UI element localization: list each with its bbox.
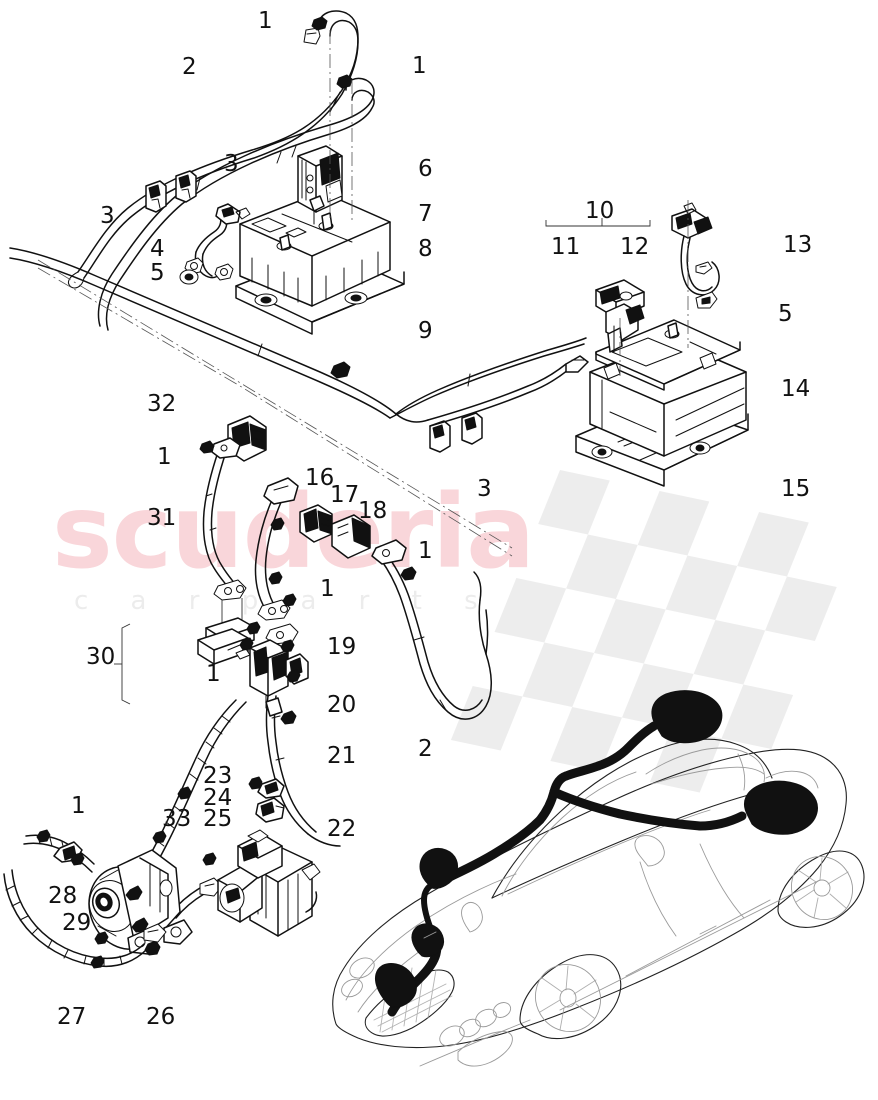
- cable-clip-3-c: [429, 420, 451, 453]
- alignment-line-b: [37, 267, 513, 557]
- callout-6: 6: [418, 156, 433, 182]
- callout-1: 1: [320, 576, 335, 602]
- callout-22: 22: [327, 816, 357, 842]
- callout-14: 14: [781, 376, 811, 402]
- callout-1: 1: [71, 793, 86, 819]
- callout-5: 5: [150, 260, 165, 286]
- callout-32: 32: [147, 391, 177, 417]
- callout-3: 3: [100, 203, 115, 229]
- grommet-5: [179, 269, 199, 285]
- callout-11: 11: [551, 234, 581, 260]
- callout-2: 2: [182, 54, 197, 80]
- junction-block-19: [239, 621, 309, 709]
- cable-2-lower: [371, 539, 492, 720]
- callout-28: 28: [48, 883, 78, 909]
- callout-15: 15: [781, 476, 811, 502]
- module-30: [197, 617, 255, 665]
- nut-1-top: [311, 16, 328, 31]
- vehicle-illustration: [332, 690, 865, 1067]
- battery-assembly-left: [235, 145, 405, 335]
- callout-4: 4: [150, 236, 165, 262]
- callout-33: 33: [162, 806, 192, 832]
- group-bracket-10: [545, 218, 651, 227]
- battery-assembly-right: [575, 319, 749, 487]
- callout-1: 1: [412, 53, 427, 79]
- callout-10: 10: [585, 198, 615, 224]
- callout-17: 17: [330, 482, 360, 508]
- parts-23-24-25: [248, 776, 285, 823]
- connector-17: [299, 504, 333, 543]
- callout-2: 2: [418, 736, 433, 762]
- callout-23: 23: [203, 763, 233, 789]
- callout-27: 27: [57, 1004, 87, 1030]
- callout-1: 1: [206, 661, 221, 687]
- callout-26: 26: [146, 1004, 176, 1030]
- cable-clip-3-d: [461, 412, 483, 445]
- callout-1: 1: [258, 8, 273, 34]
- callout-5: 5: [778, 301, 793, 327]
- cable-clip-3-b: [175, 170, 197, 203]
- connector-32: [227, 415, 267, 462]
- callout-19: 19: [327, 634, 357, 660]
- callout-30: 30: [86, 644, 116, 670]
- callout-25: 25: [203, 806, 233, 832]
- callout-3: 3: [224, 151, 239, 177]
- cable-27-28-29: [3, 829, 167, 969]
- callout-13: 13: [783, 232, 813, 258]
- callout-9: 9: [418, 318, 433, 344]
- callout-8: 8: [418, 236, 433, 262]
- callout-16: 16: [305, 465, 335, 491]
- cable-13: [671, 200, 720, 348]
- cable-9-assembly: [9, 247, 587, 453]
- nut-1-right: [336, 74, 353, 89]
- callout-20: 20: [327, 692, 357, 718]
- callout-18: 18: [358, 498, 388, 524]
- callout-24: 24: [203, 785, 233, 811]
- callout-21: 21: [327, 743, 357, 769]
- callout-31: 31: [147, 505, 177, 531]
- cable-assembly-lower: [97, 77, 375, 331]
- starter-motor-22: [217, 829, 321, 937]
- callout-1: 1: [157, 444, 172, 470]
- callout-29: 29: [62, 910, 92, 936]
- alignment-line-a: [37, 259, 513, 549]
- terminal-clamp-12: [595, 279, 645, 376]
- callout-12: 12: [620, 234, 650, 260]
- callout-3: 3: [477, 476, 492, 502]
- positive-cable-11: [427, 355, 589, 427]
- callout-7: 7: [418, 201, 433, 227]
- alternator-26: [88, 849, 193, 955]
- cable-16: [254, 477, 299, 645]
- group-bracket-30: [114, 623, 131, 705]
- connector-18: [331, 514, 371, 559]
- ground-strap-4: [184, 203, 251, 281]
- cable-clip-3-a: [145, 180, 167, 213]
- cable-31: [199, 437, 247, 630]
- callout-1: 1: [418, 538, 433, 564]
- cable-21: [265, 695, 341, 847]
